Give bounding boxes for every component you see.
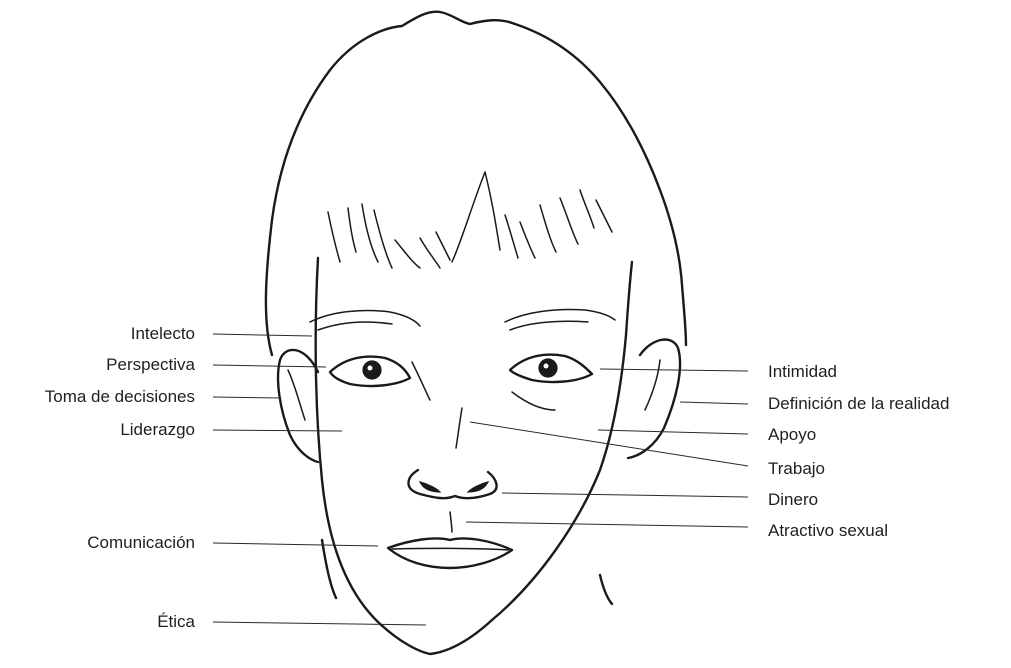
leader-toma-de-decisiones (213, 397, 280, 398)
label-dinero: Dinero (768, 490, 818, 510)
hair-outline (266, 12, 686, 355)
eyebrow-right (505, 310, 615, 331)
leader-atractivo (466, 522, 748, 527)
label-etica: Ética (157, 612, 195, 632)
label-comunicacion: Comunicación (87, 533, 195, 553)
cheek-left (412, 362, 430, 400)
pupil-right (539, 359, 557, 377)
neck-right (600, 575, 612, 604)
nostril-left (420, 482, 440, 492)
ear-left-inner (288, 370, 305, 420)
label-toma-de-decisiones: Toma de decisiones (45, 387, 195, 407)
ear-right (628, 340, 680, 458)
ear-right-inner (645, 360, 660, 410)
nostril-right (468, 482, 488, 492)
leader-dinero (502, 493, 748, 497)
mouth (388, 538, 512, 568)
leader-liderazgo (213, 430, 342, 431)
leader-perspectiva (213, 365, 326, 367)
leader-etica (213, 622, 426, 625)
philtrum (450, 512, 452, 532)
mouth-line (392, 548, 508, 550)
leader-apoyo (598, 430, 748, 434)
leader-trabajo (470, 422, 748, 466)
label-definicion-de-la-realidad: Definición de la realidad (768, 394, 949, 414)
pupil-left (363, 361, 381, 379)
face-outline (316, 258, 632, 654)
bangs (328, 172, 612, 268)
label-liderazgo: Liderazgo (120, 420, 195, 440)
label-trabajo: Trabajo (768, 459, 825, 479)
leader-intelecto (213, 334, 312, 336)
neck-left (322, 540, 336, 598)
label-apoyo: Apoyo (768, 425, 816, 445)
label-atractivo-sexual: Atractivo sexual (768, 521, 888, 541)
label-intimidad: Intimidad (768, 362, 837, 382)
eyebrow-left (310, 310, 420, 330)
under-eye-right (512, 392, 555, 410)
label-perspectiva: Perspectiva (106, 355, 195, 375)
label-intelecto: Intelecto (131, 324, 195, 344)
leader-definicion (680, 402, 748, 404)
leader-comunicacion (213, 543, 378, 546)
nose-bridge (456, 408, 462, 448)
